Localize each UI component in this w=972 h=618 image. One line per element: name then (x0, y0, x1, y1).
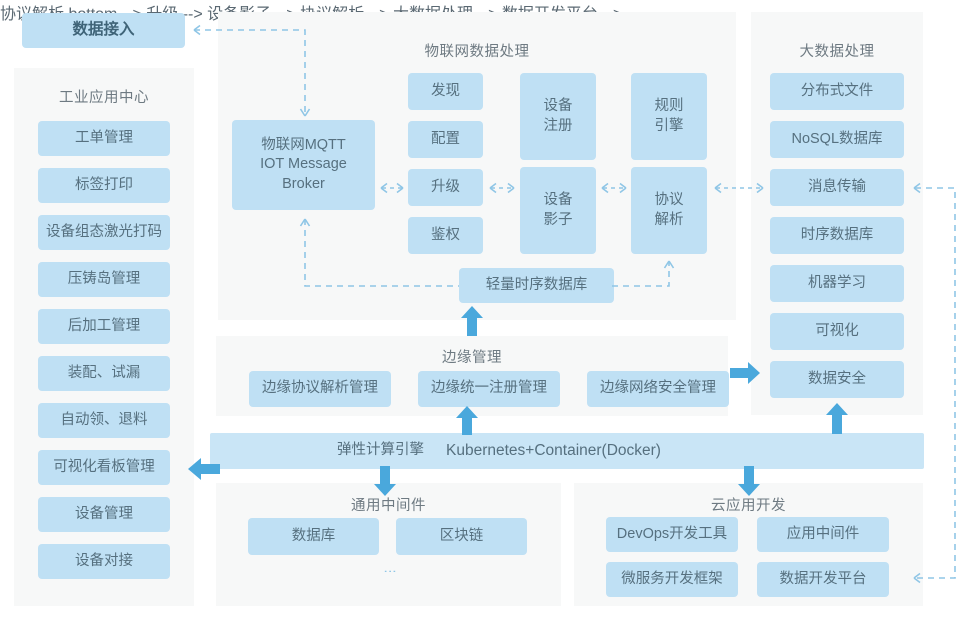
arrow-engine-to-apps (188, 457, 220, 481)
app-item-biaoqian[interactable]: 标签打印 (38, 168, 170, 203)
edge-item-protocol[interactable]: 边缘协议解析管理 (249, 371, 391, 407)
app-item-gongdan[interactable]: 工单管理 (38, 121, 170, 156)
connector-broker-upgrade (376, 180, 408, 196)
elastic-compute-label-cn: 弹性计算引擎 (337, 442, 424, 459)
middleware-item-database[interactable]: 数据库 (248, 518, 379, 555)
app-item-zhuangpei[interactable]: 装配、试漏 (38, 356, 170, 391)
bigdata-item-dfs[interactable]: 分布式文件 (770, 73, 904, 110)
elastic-compute-engine-bar[interactable]: 弹性计算引擎 Kubernetes+Container(Docker) (210, 433, 924, 469)
clouddev-item-app-middleware[interactable]: 应用中间件 (757, 517, 889, 552)
cloud-app-dev-title: 云应用开发 (711, 498, 786, 514)
iot-box-faxian[interactable]: 发现 (408, 73, 483, 110)
edge-item-register[interactable]: 边缘统一注册管理 (418, 371, 560, 407)
arrow-engine-to-edge (455, 406, 479, 435)
app-item-shebeiguanli[interactable]: 设备管理 (38, 497, 170, 532)
iot-box-device-register[interactable]: 设备 注册 (520, 73, 596, 160)
connector-protocol-bigdata (708, 180, 770, 196)
iot-box-peizhi[interactable]: 配置 (408, 121, 483, 158)
middleware-more-indicator: ⋮ (383, 565, 398, 578)
bigdata-item-viz[interactable]: 可视化 (770, 313, 904, 350)
app-item-kanban[interactable]: 可视化看板管理 (38, 450, 170, 485)
app-item-jiguangdama[interactable]: 设备组态激光打码 (38, 215, 170, 250)
data-access-box[interactable]: 数据接入 (22, 13, 185, 48)
elastic-compute-label-en: Kubernetes+Container(Docker) (446, 441, 661, 459)
bigdata-item-tsdb[interactable]: 时序数据库 (770, 217, 904, 254)
iot-box-device-shadow[interactable]: 设备 影子 (520, 167, 596, 254)
lightweight-tsdb-box[interactable]: 轻量时序数据库 (459, 268, 614, 303)
big-data-processing-title: 大数据处理 (799, 44, 875, 60)
middleware-item-blockchain[interactable]: 区块链 (396, 518, 527, 555)
industrial-app-center-title: 工业应用中心 (59, 90, 149, 106)
connector-upgrade-shadow (484, 180, 520, 196)
iot-box-protocol-parse[interactable]: 协议 解析 (631, 167, 707, 254)
app-item-yazhudao[interactable]: 压铸岛管理 (38, 262, 170, 297)
arrow-engine-to-clouddev (737, 466, 761, 496)
clouddev-item-devops[interactable]: DevOps开发工具 (606, 517, 738, 552)
clouddev-item-data-platform[interactable]: 数据开发平台 (757, 562, 889, 597)
arrow-engine-to-middleware (373, 466, 397, 496)
connector-tsdb-broker (297, 210, 462, 288)
iot-box-shengji[interactable]: 升级 (408, 169, 483, 206)
edge-management-title: 边缘管理 (442, 350, 502, 366)
connector-bigdata-datadev (906, 181, 968, 585)
connector-tsdb-protocol (612, 253, 678, 289)
arrow-edge-to-bigdata (730, 361, 760, 385)
iot-box-rule-engine[interactable]: 规则 引擎 (631, 73, 707, 160)
mqtt-broker-box[interactable]: 物联网MQTT IOT Message Broker (232, 120, 375, 210)
bigdata-item-ml[interactable]: 机器学习 (770, 265, 904, 302)
iot-box-jianquan[interactable]: 鉴权 (408, 217, 483, 254)
arrow-edge-to-tsdb (460, 306, 484, 336)
iot-data-processing-title: 物联网数据处理 (424, 44, 530, 60)
app-item-shebeiduijie[interactable]: 设备对接 (38, 544, 170, 579)
clouddev-item-microservice[interactable]: 微服务开发框架 (606, 562, 738, 597)
bigdata-item-messaging[interactable]: 消息传输 (770, 169, 904, 206)
arrow-engine-to-bigdata (825, 403, 849, 434)
edge-item-network-security[interactable]: 边缘网络安全管理 (587, 371, 729, 407)
app-item-houjiagong[interactable]: 后加工管理 (38, 309, 170, 344)
app-item-zidonglingliao[interactable]: 自动领、退料 (38, 403, 170, 438)
connector-data-access-broker (186, 24, 316, 124)
common-middleware-title: 通用中间件 (351, 498, 426, 514)
bigdata-item-nosql[interactable]: NoSQL数据库 (770, 121, 904, 158)
connector-shadow-protocol (596, 180, 632, 196)
bigdata-item-security[interactable]: 数据安全 (770, 361, 904, 398)
